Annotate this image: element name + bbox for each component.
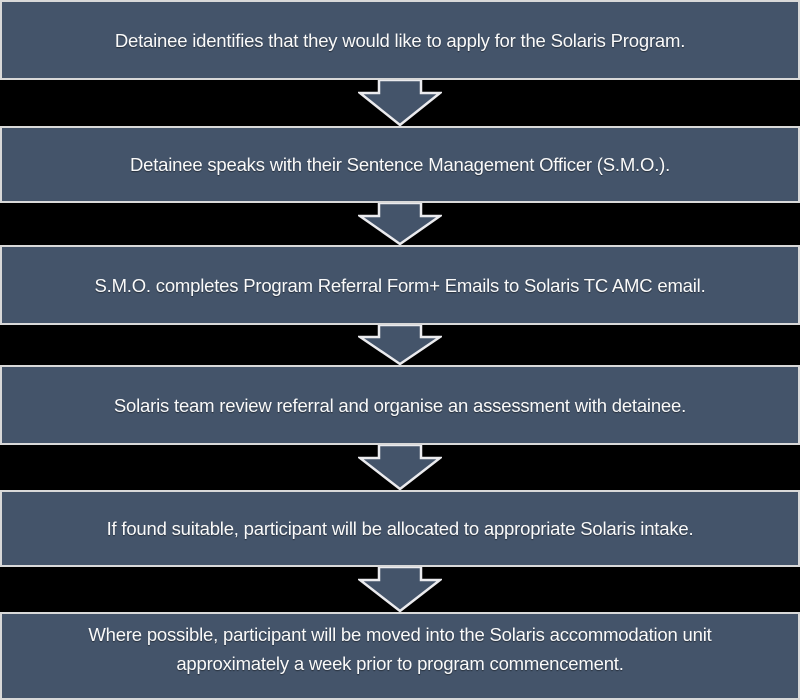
flow-step-4-label: Solaris team review referral and organis…	[113, 394, 687, 416]
down-arrow-icon	[358, 203, 442, 245]
flow-step-6-label: Where possible, participant will be move…	[88, 624, 712, 674]
down-arrow-icon	[358, 325, 442, 365]
flow-step-2: Detainee speaks with their Sentence Mana…	[0, 126, 800, 203]
flow-step-1-label: Detainee identifies that they would like…	[114, 29, 686, 51]
down-arrow-icon	[358, 80, 442, 126]
down-arrow-icon	[358, 445, 442, 490]
flow-step-4: Solaris team review referral and organis…	[0, 365, 800, 445]
flow-step-3: S.M.O. completes Program Referral Form+ …	[0, 245, 800, 325]
flow-step-5-label: If found suitable, participant will be a…	[106, 518, 694, 539]
flow-step-6: Where possible, participant will be move…	[0, 612, 800, 700]
flow-step-2-label: Detainee speaks with their Sentence Mana…	[129, 154, 671, 175]
flow-step-5: If found suitable, participant will be a…	[0, 490, 800, 567]
flow-step-3-label: S.M.O. completes Program Referral Form+ …	[94, 274, 706, 296]
down-arrow-icon	[358, 567, 442, 612]
flow-step-1: Detainee identifies that they would like…	[0, 0, 800, 80]
